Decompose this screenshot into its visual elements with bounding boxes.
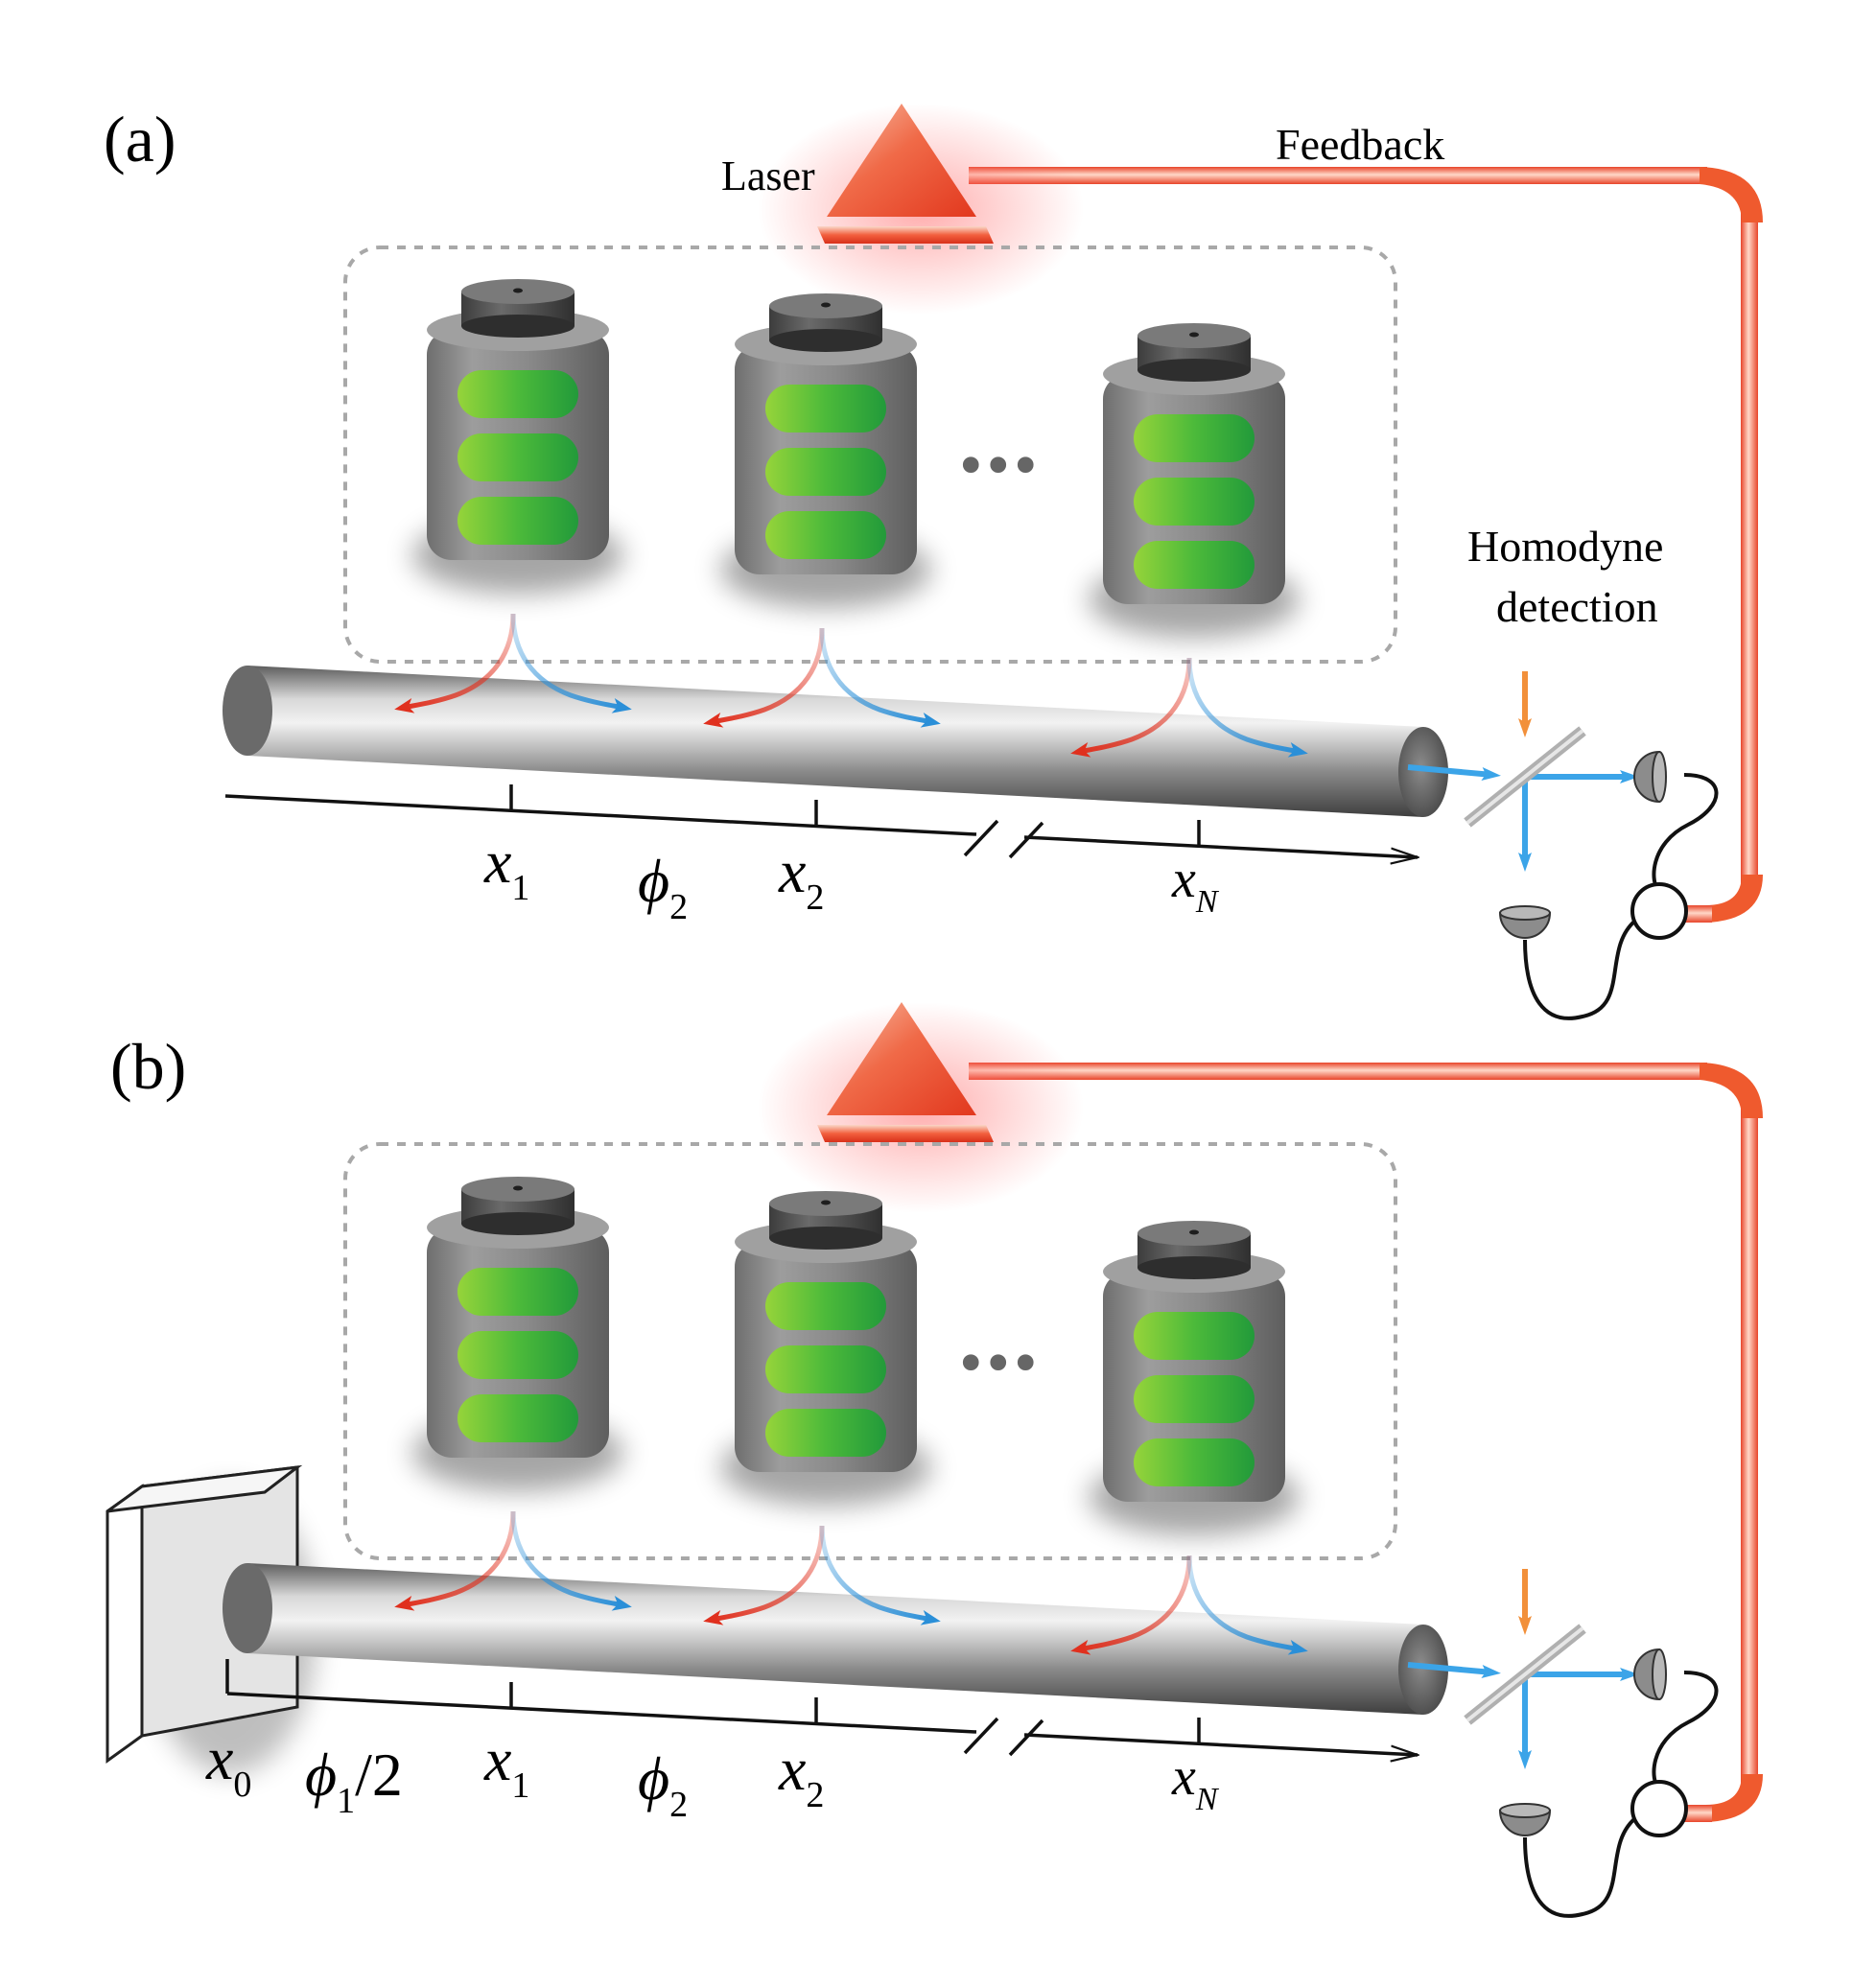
homodyne-label-line2: detection bbox=[1496, 582, 1658, 631]
mixer-icon-b bbox=[1630, 1780, 1688, 1837]
xn-label-a: xN bbox=[1171, 850, 1220, 920]
battery-group-box-a bbox=[343, 246, 1397, 664]
detector-icon-right-a bbox=[1633, 751, 1667, 803]
laser-label: Laser bbox=[721, 152, 815, 199]
ellipsis-a: ••• bbox=[959, 429, 1042, 503]
feedback-label: Feedback bbox=[1276, 120, 1444, 169]
detector-icon-right-b bbox=[1633, 1648, 1667, 1700]
battery-group-box-b bbox=[343, 1142, 1397, 1560]
position-axis-a bbox=[224, 784, 1418, 857]
phi1-half-label-b: ϕ1/2 bbox=[305, 1741, 403, 1821]
ellipsis-b: ••• bbox=[959, 1326, 1042, 1400]
panel-a-label: (a) bbox=[104, 103, 176, 175]
laser-icon-b bbox=[758, 1002, 1084, 1213]
waveguide-b bbox=[223, 1563, 1448, 1715]
panel-a: (a) Laser Feedback ••• bbox=[104, 103, 1763, 1020]
homodyne-detection-b bbox=[1407, 1569, 1719, 1918]
battery-icon-n bbox=[1089, 323, 1300, 638]
battery-icon-n-b bbox=[1089, 1221, 1300, 1535]
detector-icon-bottom-a bbox=[1499, 905, 1551, 939]
x2-label-a: x2 bbox=[778, 837, 824, 918]
position-axis-b bbox=[225, 1659, 1418, 1755]
x1-label-a: x1 bbox=[483, 828, 529, 908]
homodyne-detection-a bbox=[1407, 671, 1719, 1020]
xn-label-b: xN bbox=[1171, 1747, 1220, 1817]
detector-icon-bottom-b bbox=[1499, 1803, 1551, 1836]
mixer-icon-a bbox=[1630, 882, 1688, 940]
battery-icon-1 bbox=[412, 279, 623, 594]
feedback-line-b bbox=[969, 1063, 1763, 1822]
battery-icon-2 bbox=[720, 293, 931, 608]
waveguide-a bbox=[223, 666, 1448, 817]
feedback-line-a bbox=[969, 167, 1763, 923]
x2-label-b: x2 bbox=[778, 1735, 824, 1815]
x0-label-b: x0 bbox=[205, 1724, 251, 1805]
panel-b-label: (b) bbox=[110, 1030, 186, 1103]
battery-icon-1-b bbox=[412, 1177, 623, 1491]
x1-label-b: x1 bbox=[483, 1725, 529, 1806]
panel-b: (b) ••• bbox=[106, 1002, 1763, 1918]
battery-icon-2-b bbox=[720, 1191, 931, 1506]
laser-icon bbox=[758, 104, 1084, 315]
homodyne-label-line1: Homodyne bbox=[1467, 522, 1663, 571]
phi2-label-b: ϕ2 bbox=[638, 1744, 688, 1825]
phi2-label-a: ϕ2 bbox=[638, 847, 688, 927]
